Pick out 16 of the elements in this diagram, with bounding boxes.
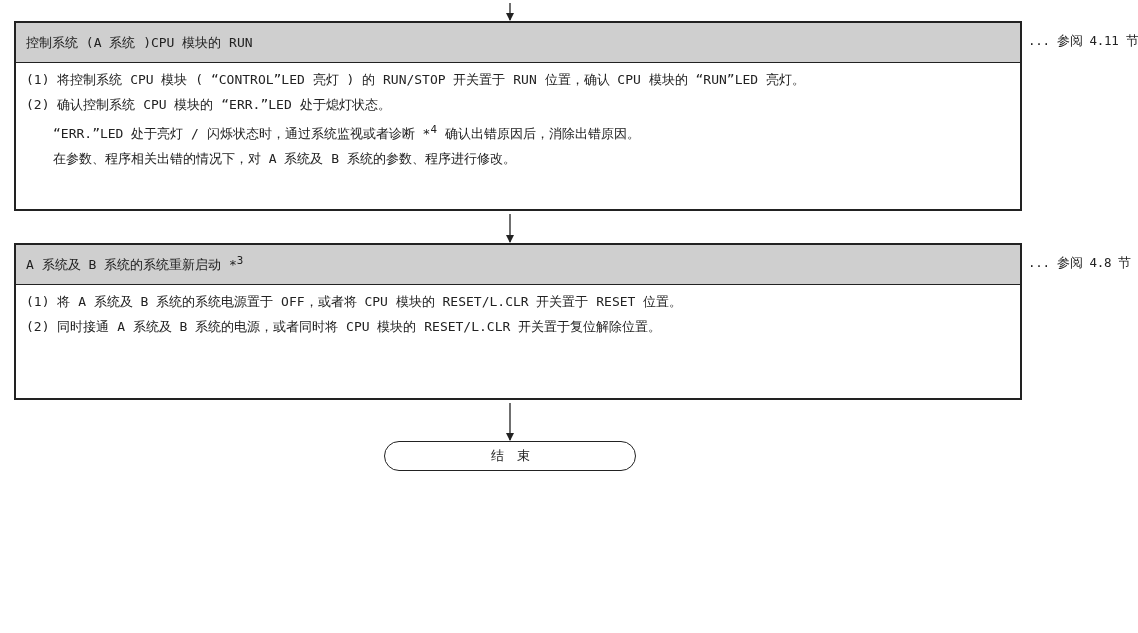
step-heading: A 系统及 B 系统的系统重新启动 *$^{3}$	[26, 254, 244, 275]
step-text: (1) 将控制系统 CPU 模块 ( “CONTROL”LED 亮灯 ) 的 RUN/STOP 开关置于 RUN 位置，确认 CPU 模块的 “RUN”LED 亮灯。	[26, 71, 806, 89]
step-text: 在参数、程序相关出错的情况下，对 A 系统及 B 系统的参数、程序进行修改。	[53, 150, 517, 169]
step-box	[14, 21, 1022, 211]
arrow	[506, 402, 514, 441]
step-text: (2) 同时接通 A 系统及 B 系统的电源，或者同时将 CPU 模块的 RESET/L.CLR 开关置于复位解除位置。	[26, 318, 663, 336]
step-text: (1) 将 A 系统及 B 系统的系统电源置于 OFF，或者将 CPU 模块的 RESET/L.CLR 开关置于 RESET 位置。	[26, 293, 684, 311]
step-heading: 控制系统 (A 系统 )CPU 模块的 RUN	[26, 33, 253, 52]
terminator-box: 结 束	[384, 441, 636, 471]
reference-note: ... 参阅 4.8 节	[1028, 255, 1132, 272]
step-text: (2) 确认控制系统 CPU 模块的 “ERR.”LED 处于熄灯状态。	[26, 96, 392, 114]
step-box	[14, 243, 1022, 400]
step-text: “ERR.”LED 处于亮灯 / 闪烁状态时，通过系统监视或者诊断 *$^{4}$ 确认出错原因后，消除出错原因。	[53, 122, 641, 144]
arrow	[506, 213, 514, 243]
reference-note: ... 参阅 4.11 节	[1028, 33, 1138, 50]
arrow	[506, 2, 514, 21]
